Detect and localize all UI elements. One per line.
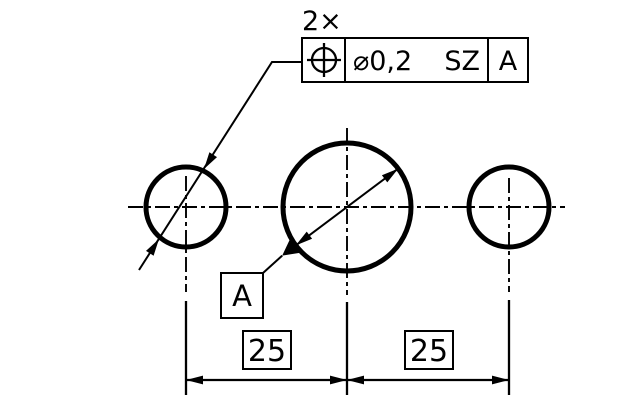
diameter-lower-arrowhead-icon xyxy=(295,231,313,246)
left-hole-circle xyxy=(143,164,229,250)
diameter-upper-arrowhead-icon xyxy=(381,168,399,183)
feature-control-frame: 2× ⌀0,2 SZ A xyxy=(301,6,529,83)
leader-arrowhead-icon xyxy=(204,152,217,169)
right-hole-circle xyxy=(466,164,552,250)
dimension-value-1: 25 xyxy=(248,334,286,369)
center-hole-diameter-line xyxy=(295,167,399,247)
dim1-left-arrowhead-icon xyxy=(186,375,203,385)
datum-feature-group: A xyxy=(220,238,302,319)
datum-label-box xyxy=(220,272,264,319)
fcf-datum-reference-text: A xyxy=(499,46,518,77)
dimension-group: 25 25 xyxy=(184,300,511,395)
datum-leader-line xyxy=(262,254,283,274)
datum-label-text: A xyxy=(232,279,252,313)
dim2-right-arrowhead-icon xyxy=(492,375,509,385)
dimension-box-1 xyxy=(242,330,292,370)
dimension-box-2 xyxy=(404,330,454,370)
position-symbol-icon xyxy=(307,43,341,77)
center-hole-circle xyxy=(280,140,414,274)
fcf-tolerance-text: ⌀0,2 xyxy=(353,46,412,77)
fcf-leader-group xyxy=(138,61,302,271)
dim1-right-arrowhead-icon xyxy=(330,375,347,385)
dimension-value-2: 25 xyxy=(410,334,448,369)
fcf-zone-modifier-text: SZ xyxy=(444,46,480,77)
pattern-count-label: 2× xyxy=(302,6,342,37)
center-hole-diameter-group xyxy=(295,167,399,247)
left-hole-diameter-arrowhead-icon xyxy=(146,239,159,256)
fcf-frame-border xyxy=(301,37,529,83)
fcf-leader-line xyxy=(138,61,302,271)
dim2-left-arrowhead-icon xyxy=(347,375,364,385)
datum-triangle-icon xyxy=(282,238,302,256)
